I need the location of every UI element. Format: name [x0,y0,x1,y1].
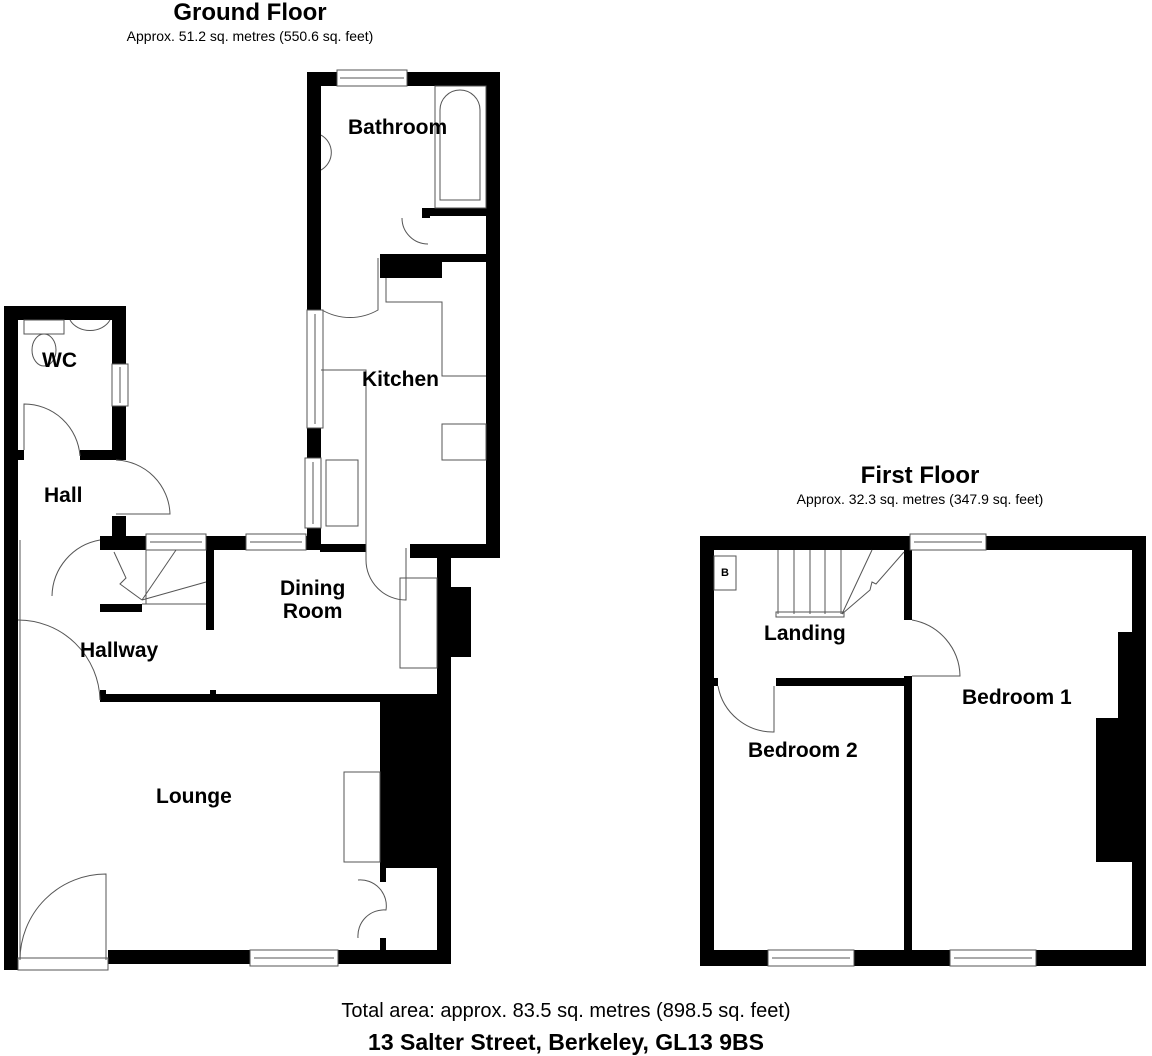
room-label-landing: Landing [764,622,846,645]
ground-floor-walls [4,72,500,970]
room-label-bathroom: Bathroom [348,116,448,139]
first-floor-fittings [713,549,961,733]
boiler-label: B [721,567,729,579]
room-label-hall: Hall [44,484,83,507]
room-label-bedroom-1: Bedroom 1 [962,686,1072,709]
room-label-dining-line2: Room [282,600,343,623]
ground-floor-fittings [17,85,487,961]
room-label-dining-room: Dining Room [280,577,345,623]
room-label-hallway: Hallway [80,639,159,662]
ground-floor-windows [17,69,408,971]
ground-floor-area: Approx. 51.2 sq. metres (550.6 sq. feet) [126,28,374,44]
room-label-bedroom-2: Bedroom 2 [748,739,858,762]
first-floor-title: First Floor [860,462,980,489]
room-label-dining-line1: Dining [280,577,346,600]
first-floor-windows [767,533,1037,967]
room-label-lounge: Lounge [156,785,232,808]
total-area: Total area: approx. 83.5 sq. metres (898… [341,1000,791,1022]
property-address: 13 Salter Street, Berkeley, GL13 9BS [368,1029,764,1055]
first-floor-walls [700,536,1146,966]
ground-floor-title: Ground Floor [173,0,327,26]
first-floor-area: Approx. 32.3 sq. metres (347.9 sq. feet) [796,491,1044,507]
room-label-wc: WC [42,349,77,372]
room-label-kitchen: Kitchen [362,368,440,391]
